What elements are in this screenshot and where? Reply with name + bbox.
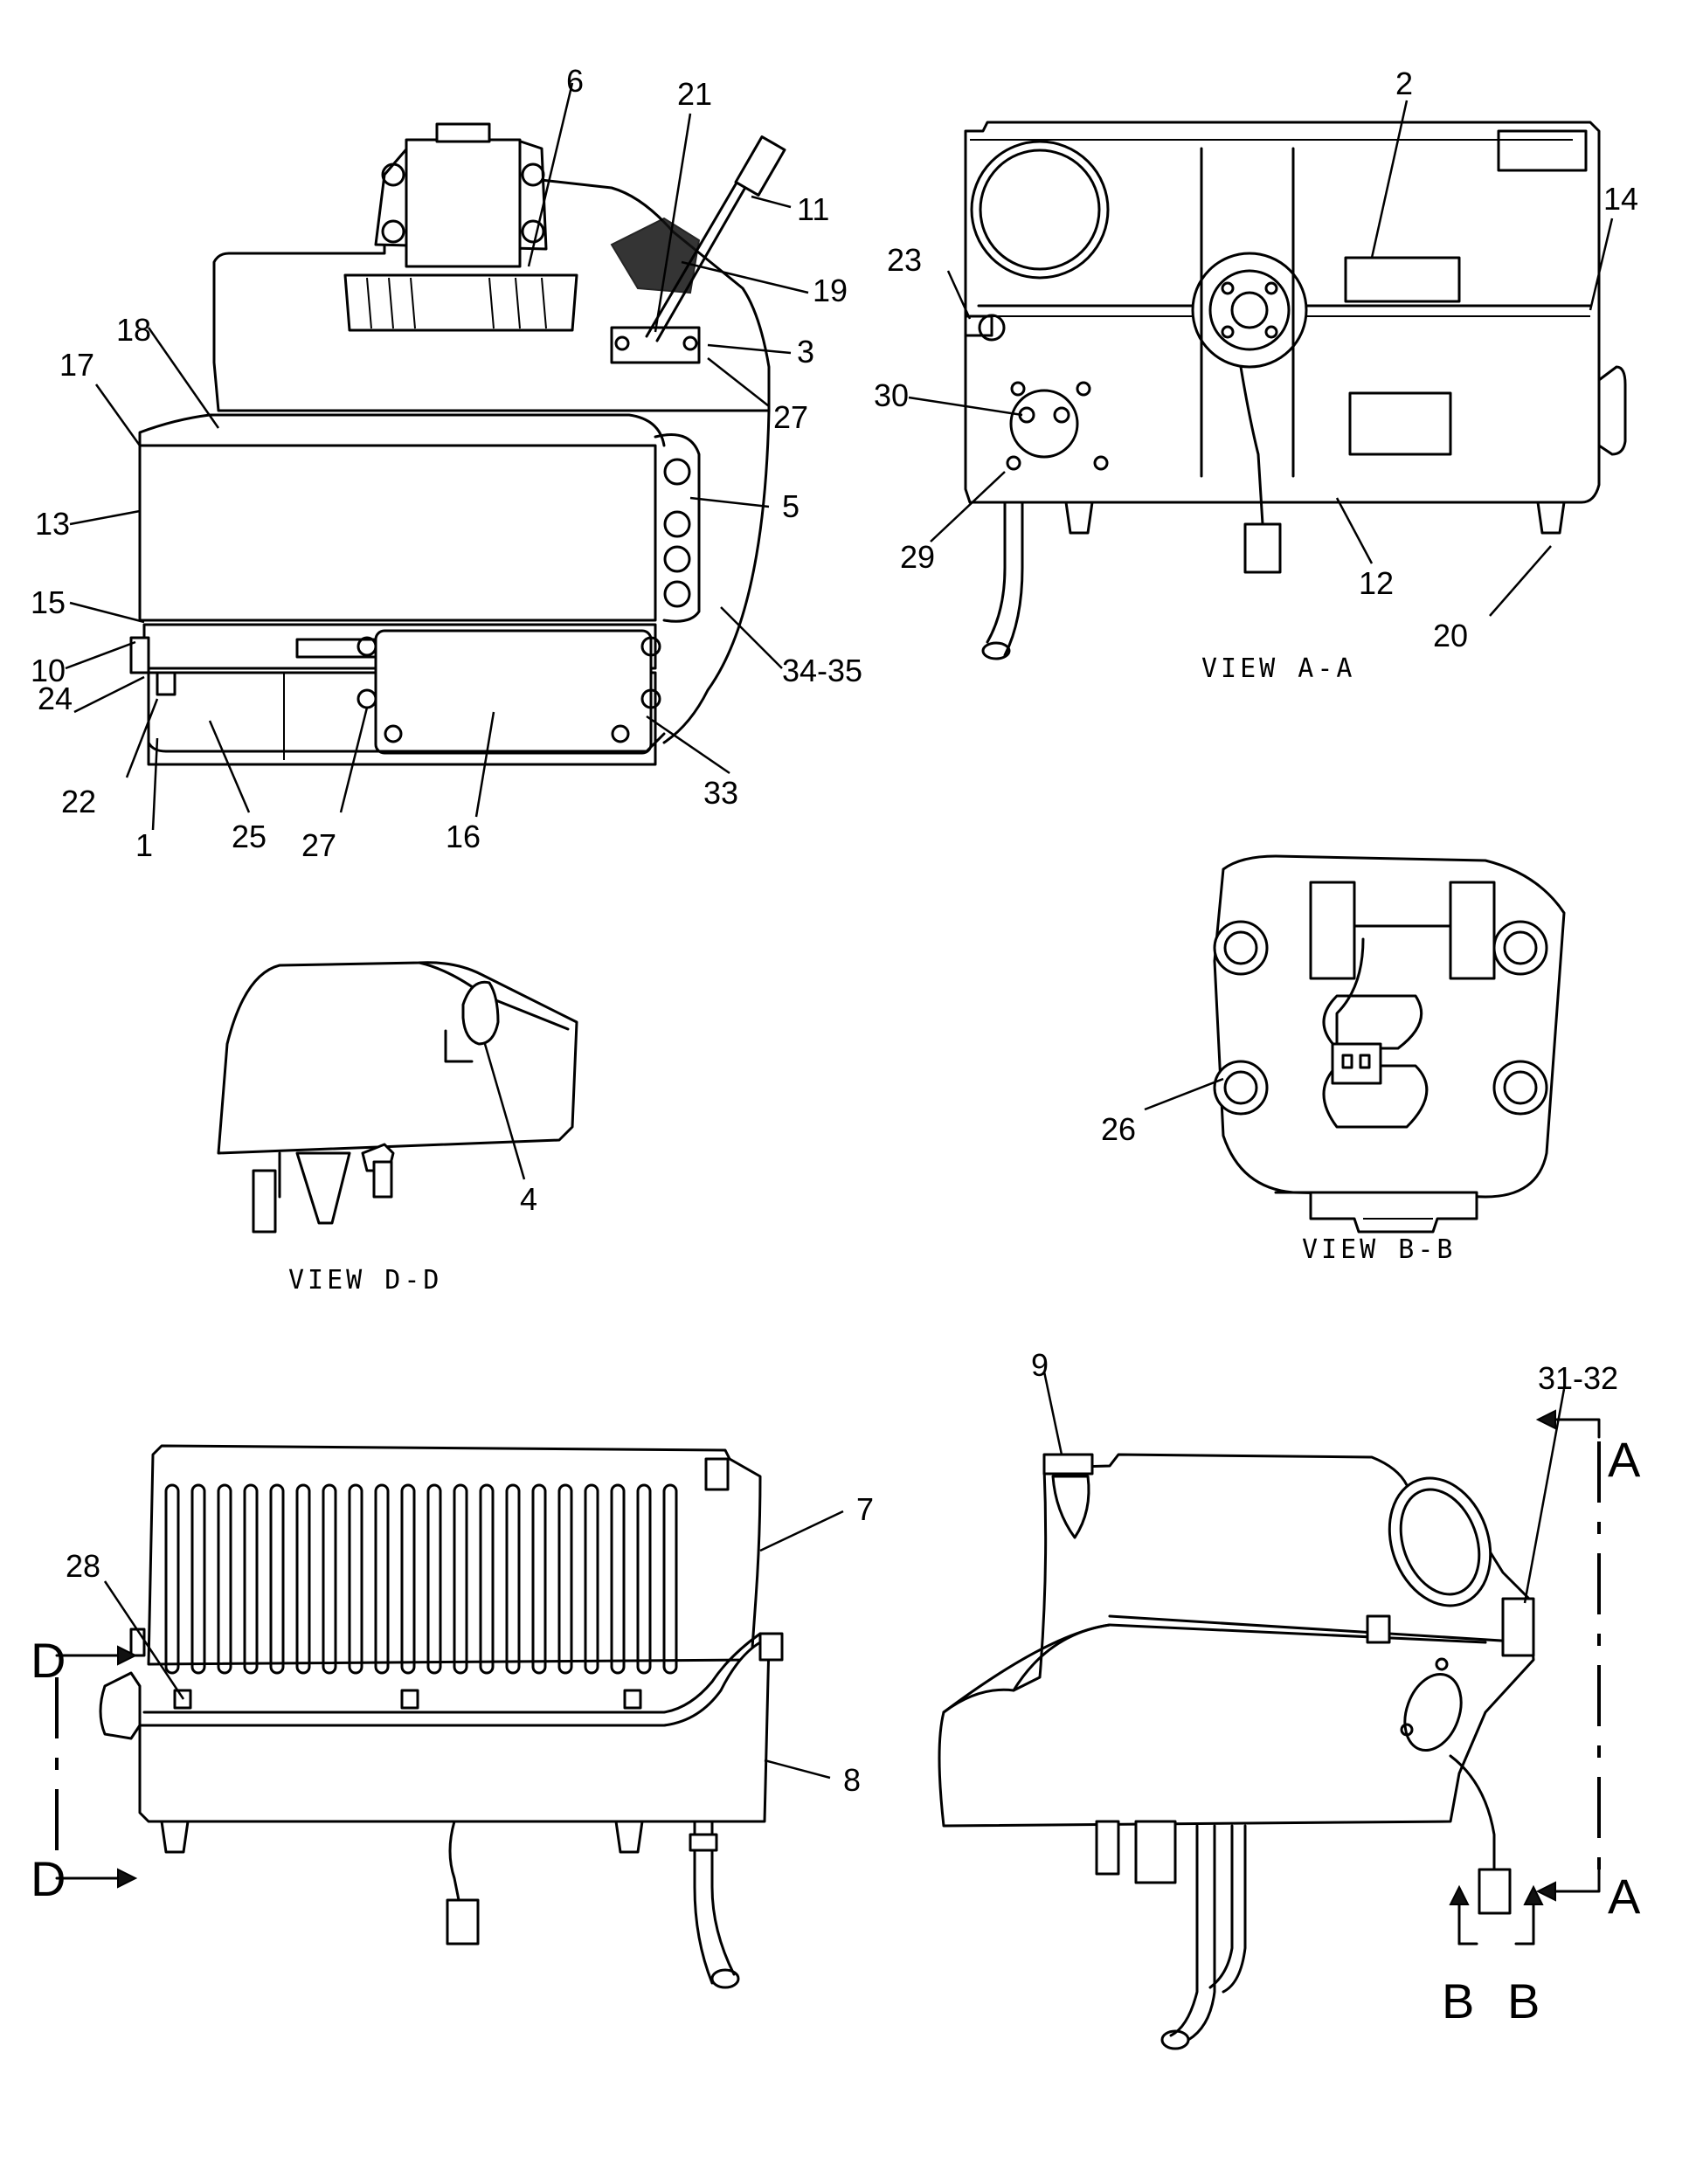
callout-12: 12 xyxy=(1359,565,1394,601)
bottom-right-view-drawing xyxy=(938,1371,1601,2050)
view-bb-drawing xyxy=(1213,854,1566,1234)
callout-20: 20 xyxy=(1433,618,1468,653)
callout-19: 19 xyxy=(813,273,848,308)
callout-15: 15 xyxy=(31,584,66,620)
callout-28: 28 xyxy=(66,1548,100,1584)
callout-5: 5 xyxy=(782,488,800,524)
callout-2: 2 xyxy=(1395,66,1413,101)
callout-8: 8 xyxy=(843,1762,861,1798)
callout-6: 6 xyxy=(566,63,584,99)
callout-10: 10 xyxy=(31,653,66,688)
section-d-bottom: D xyxy=(31,1851,66,1906)
callout-13: 13 xyxy=(35,506,70,542)
callout-1: 1 xyxy=(135,827,153,863)
callout-3: 3 xyxy=(797,334,814,370)
section-markers: A A B B D D xyxy=(31,1432,1641,2028)
callout-24: 24 xyxy=(38,681,73,716)
callout-22: 22 xyxy=(61,784,96,819)
section-a-top: A xyxy=(1608,1432,1641,1487)
callout-18: 18 xyxy=(116,312,151,348)
callout-labels: 6 21 11 19 3 27 18 17 13 5 15 34-35 10 2… xyxy=(31,63,1638,1798)
callout-30: 30 xyxy=(874,377,909,413)
view-bb-title: VIEW B-B xyxy=(1302,1234,1457,1265)
section-b-right: B xyxy=(1507,1973,1540,2028)
callout-16: 16 xyxy=(446,819,481,854)
view-aa-leaders xyxy=(908,100,1614,617)
callout-34-35: 34-35 xyxy=(782,653,862,688)
section-a-bottom: A xyxy=(1608,1869,1641,1924)
callout-25: 25 xyxy=(232,819,267,854)
bottom-left-view-drawing xyxy=(55,1444,844,1989)
view-titles: VIEW A-A VIEW B-B VIEW D-D xyxy=(288,653,1457,1296)
callout-14: 14 xyxy=(1603,181,1638,217)
view-dd-drawing xyxy=(217,961,578,1234)
callout-33: 33 xyxy=(703,775,738,811)
main-view-leaders xyxy=(65,82,809,831)
callout-23: 23 xyxy=(887,242,922,278)
callout-27-bottom: 27 xyxy=(301,827,336,863)
callout-27-top: 27 xyxy=(773,399,808,435)
callout-11: 11 xyxy=(797,191,829,227)
callout-9: 9 xyxy=(1031,1347,1049,1383)
callout-7: 7 xyxy=(856,1491,874,1527)
callout-17: 17 xyxy=(59,347,94,383)
main-assembly-view xyxy=(129,122,786,766)
callout-29: 29 xyxy=(900,539,935,575)
section-d-top: D xyxy=(31,1633,66,1688)
view-aa-title: VIEW A-A xyxy=(1201,653,1356,684)
view-aa-drawing xyxy=(964,121,1627,660)
view-bb-leaders xyxy=(1144,1077,1224,1111)
view-dd-leaders xyxy=(483,1043,526,1180)
callout-4: 4 xyxy=(520,1181,537,1217)
view-dd-title: VIEW D-D xyxy=(288,1265,443,1296)
callout-26: 26 xyxy=(1101,1111,1136,1147)
callout-31-32: 31-32 xyxy=(1538,1360,1618,1396)
callout-21: 21 xyxy=(677,76,712,112)
section-b-left: B xyxy=(1442,1973,1474,2028)
